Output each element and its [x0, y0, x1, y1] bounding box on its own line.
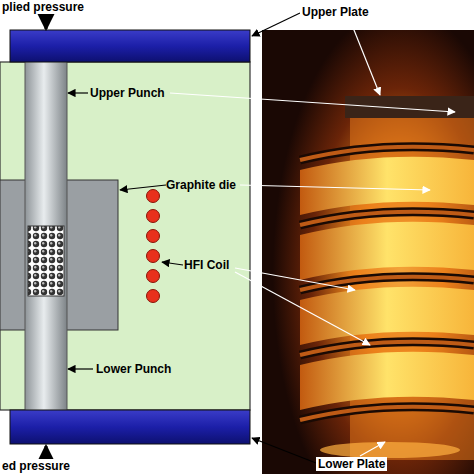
- part-label: plied pressure: [0, 0, 86, 14]
- leader-lines: [68, 13, 316, 463]
- photo: [262, 30, 474, 474]
- part-label: Lower Punch: [96, 362, 171, 376]
- part-label: Upper Plate: [300, 5, 371, 19]
- punch: [25, 40, 67, 420]
- coil-symbol: [147, 190, 160, 303]
- part-label: ed pressure: [0, 459, 72, 473]
- part-label: HFI Coil: [184, 258, 229, 272]
- lower-plate: [10, 410, 250, 444]
- powder-sample: [28, 226, 64, 296]
- part-label: Upper Punch: [90, 86, 165, 100]
- leader-lines: [170, 20, 455, 456]
- upper-plate: [10, 30, 250, 62]
- pressure-arrow: [45, 12, 48, 29]
- part-label: Lower Plate: [316, 457, 387, 471]
- part-label: Graphite die: [166, 178, 236, 192]
